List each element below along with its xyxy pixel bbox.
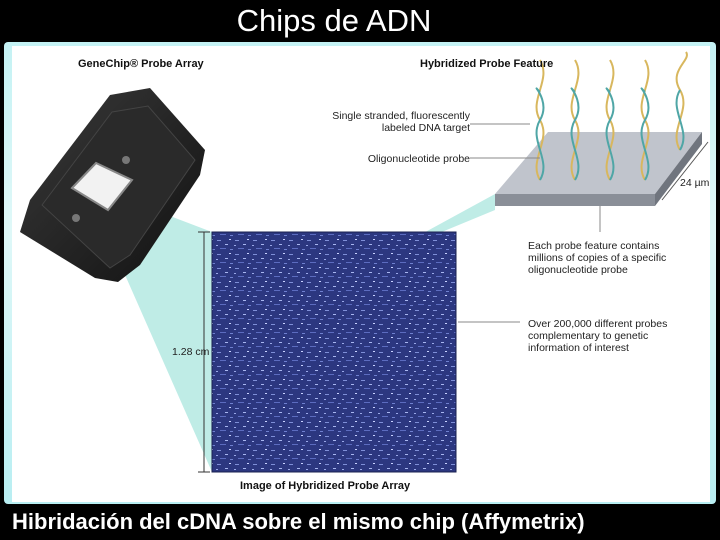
probe-feature-surface [495,132,702,206]
chip-window [70,161,134,212]
slide-caption: Hibridación del cDNA sobre el mismo chip… [12,509,585,534]
dna-strands [535,51,688,181]
array-caption: Image of Hybridized Probe Array [240,480,411,492]
label-probe-count: Over 200,000 different probes complement… [528,318,668,354]
slide-title: Chips de ADN [236,3,432,38]
array-size-label: 1.28 cm [172,346,210,358]
probe-array-image [212,232,456,472]
genechip-cartridge [20,88,205,282]
label-oligo-probe: Oligonucleotide probe [367,153,470,165]
feature-size-label: 24 µm [680,177,710,189]
left-heading: GeneChip® Probe Array [78,58,204,70]
label-dna-target: Single stranded, fluorescently labeled D… [332,110,470,134]
right-heading: Hybridized Probe Feature [420,58,554,70]
label-probe-feature: Each probe feature contains millions of … [528,240,667,276]
